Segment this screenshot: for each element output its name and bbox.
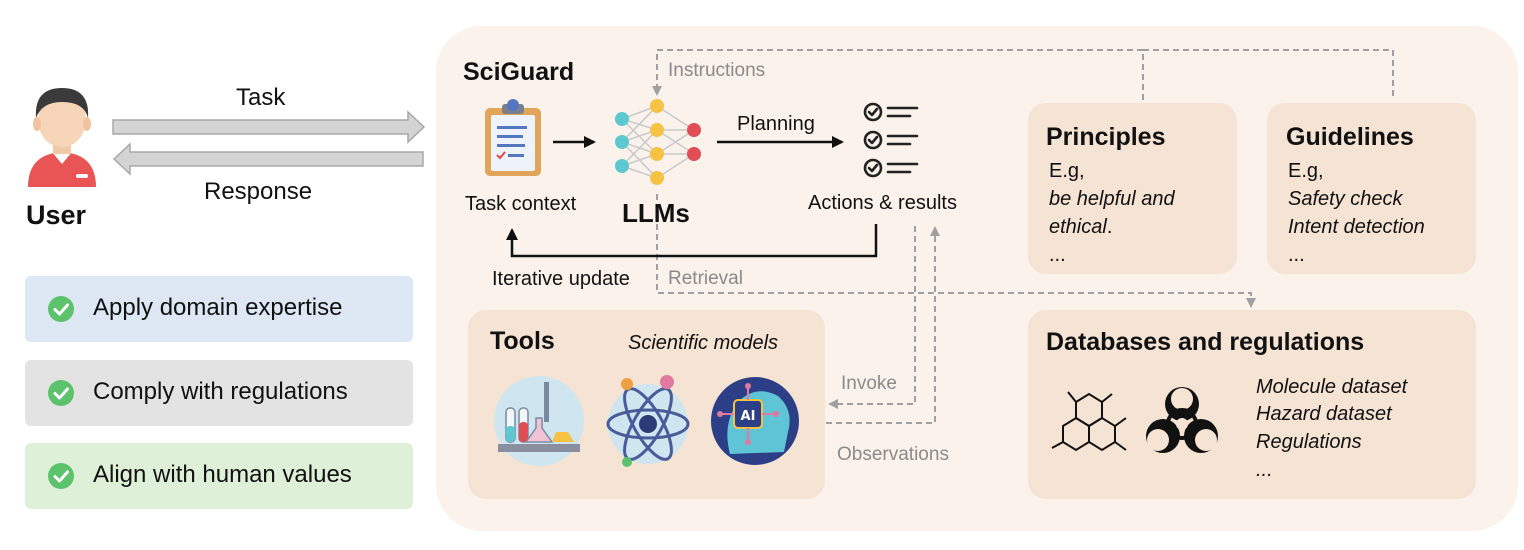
clipboard-icon xyxy=(485,99,541,176)
value-pill: Apply domain expertise xyxy=(25,276,413,342)
iterative-update-label: Iterative update xyxy=(492,268,630,290)
principles-eg: E.g, xyxy=(1049,160,1085,182)
value-label: Align with human values xyxy=(93,461,352,488)
database-item: Molecule dataset xyxy=(1256,376,1408,398)
guidelines-title: Guidelines xyxy=(1286,123,1414,151)
task-label: Task xyxy=(236,84,286,111)
check-circle-icon xyxy=(48,296,74,322)
actions-label: Actions & results xyxy=(808,192,957,214)
response-arrow xyxy=(112,142,424,176)
database-item: Regulations xyxy=(1256,431,1362,453)
tools-title: Tools xyxy=(490,327,555,355)
principles-line2-wrap: ethical. xyxy=(1049,216,1112,239)
molecule-icon xyxy=(1051,391,1127,452)
invoke-arrow xyxy=(828,226,916,409)
principles-line1: be helpful and xyxy=(1049,188,1175,210)
database-item: Hazard dataset xyxy=(1256,403,1392,425)
task-response-arrows xyxy=(112,110,426,176)
principles-line2-suffix: . xyxy=(1106,216,1113,238)
retrieval-arrow xyxy=(656,194,1256,308)
instructions-arrow xyxy=(652,49,1143,96)
task-arrow xyxy=(112,110,426,144)
checklist-icon xyxy=(863,102,919,178)
value-pill: Align with human values xyxy=(25,443,413,509)
sciguard-title: SciGuard xyxy=(463,58,575,86)
response-label: Response xyxy=(204,178,313,205)
principles-panel xyxy=(1028,103,1237,274)
ai-chip-text: AI xyxy=(741,409,756,424)
planning-label: Planning xyxy=(737,113,815,135)
observations-label: Observations xyxy=(837,444,949,465)
task-context-label: Task context xyxy=(465,193,577,215)
database-item: ... xyxy=(1256,459,1273,481)
ai-head-icon: AI xyxy=(711,377,799,465)
guidelines-eg: E.g, xyxy=(1288,160,1324,182)
invoke-label: Invoke xyxy=(841,373,897,394)
llms-label: LLMs xyxy=(622,198,690,228)
guidelines-more: ... xyxy=(1288,244,1305,266)
retrieval-label: Retrieval xyxy=(668,268,743,289)
value-pill: Comply with regulations xyxy=(25,360,413,426)
principles-title: Principles xyxy=(1046,123,1166,151)
principles-line2: ethical xyxy=(1049,216,1107,238)
value-label: Apply domain expertise xyxy=(93,294,343,321)
instructions-line xyxy=(1142,49,1394,100)
neural-network-icon xyxy=(615,99,701,185)
biohazard-icon xyxy=(1146,387,1218,453)
principles-more: ... xyxy=(1049,244,1066,266)
lab-flask-icon xyxy=(494,376,584,466)
instructions-label: Instructions xyxy=(668,60,766,81)
iterative-update-arrow xyxy=(506,224,878,258)
check-circle-icon xyxy=(48,463,74,489)
atom-icon xyxy=(606,375,690,467)
tools-subtitle: Scientific models xyxy=(628,332,779,354)
databases-title: Databases and regulations xyxy=(1046,328,1365,356)
guidelines-panel xyxy=(1267,103,1476,274)
user-avatar-icon xyxy=(28,88,96,187)
user-label: User xyxy=(26,200,87,230)
guidelines-line1: Safety check xyxy=(1288,188,1403,210)
check-circle-icon xyxy=(48,380,74,406)
guidelines-line2: Intent detection xyxy=(1288,216,1425,238)
value-label: Comply with regulations xyxy=(93,378,348,405)
